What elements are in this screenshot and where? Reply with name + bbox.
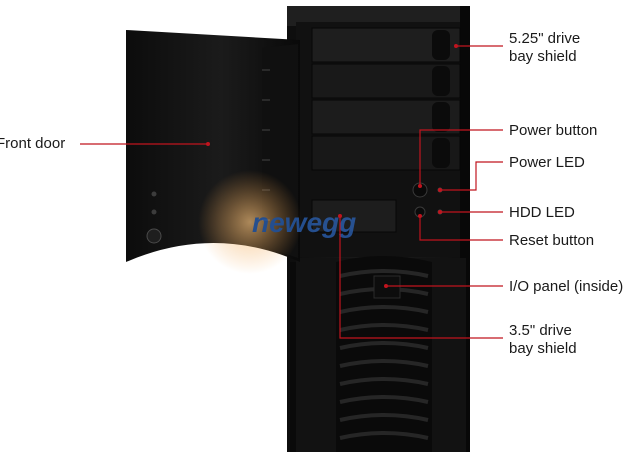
leader-lines — [80, 45, 503, 339]
drive-bay-35 — [311, 199, 397, 233]
leader-power-button — [419, 129, 503, 186]
label-drive-bay-35-line2: bay shield — [509, 340, 577, 357]
drive-bays-525 — [311, 27, 461, 171]
label-drive-bay-35-line1: 3.5" drive — [509, 322, 572, 339]
label-power-led: Power LED — [509, 154, 585, 171]
door-lock — [146, 228, 162, 244]
watermark-logo: newegg — [198, 170, 356, 274]
leader-drive-bay-35 — [339, 216, 503, 339]
leader-power-led — [440, 161, 503, 191]
front-controls — [412, 182, 443, 218]
label-drive-bay-525-line1: 5.25" drive — [509, 30, 581, 47]
label-front-door: Front door — [0, 135, 66, 152]
leader-reset-button — [419, 216, 503, 241]
label-drive-bay-525-line2: bay shield — [509, 48, 577, 65]
front-grille — [290, 256, 466, 452]
label-io-panel: I/O panel (inside) — [509, 278, 624, 295]
label-power-button: Power button — [509, 122, 598, 139]
label-hdd-led: HDD LED — [509, 204, 575, 221]
leader-dots — [206, 44, 458, 288]
label-reset-button: Reset button — [509, 232, 595, 249]
svg-text:newegg: newegg — [252, 207, 356, 238]
